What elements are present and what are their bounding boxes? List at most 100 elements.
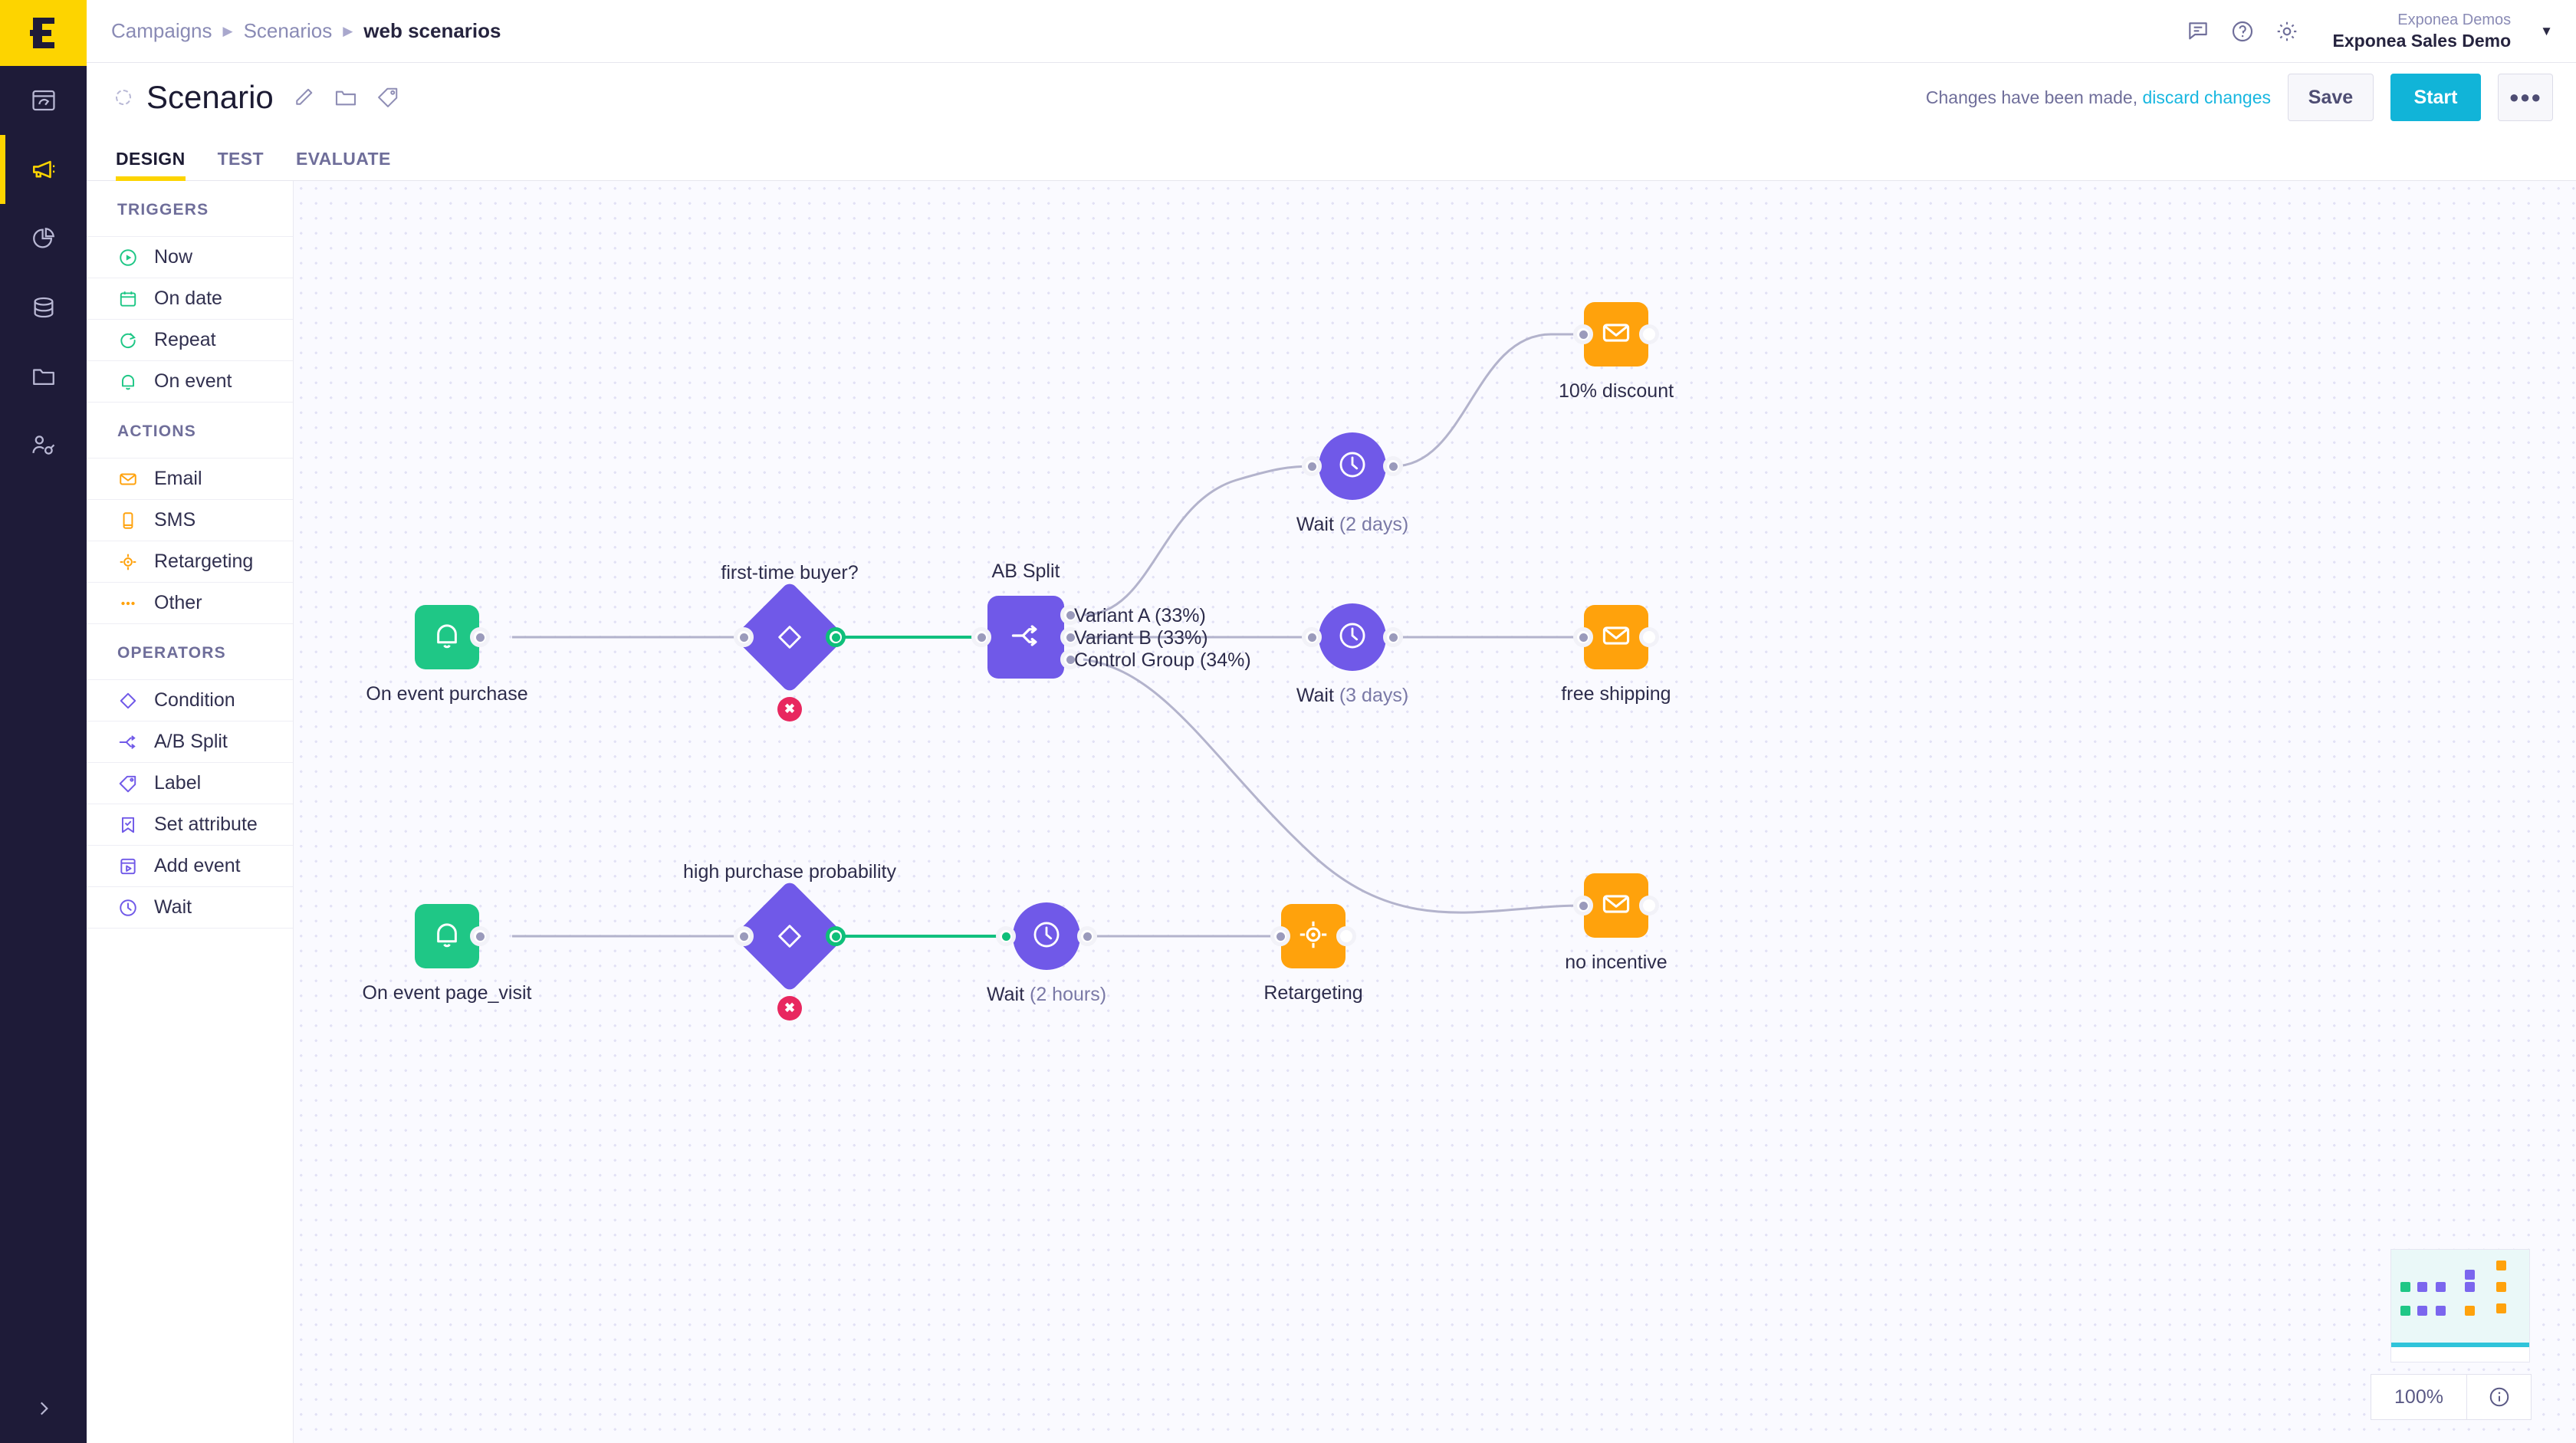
palette-item-wait[interactable]: Wait bbox=[87, 887, 293, 929]
scenario-canvas[interactable]: On event purchase ✖ first-time buyer? AB… bbox=[294, 181, 2576, 1443]
input-port[interactable] bbox=[1573, 324, 1593, 344]
input-port[interactable] bbox=[1302, 627, 1322, 647]
email-node-box[interactable] bbox=[1584, 873, 1648, 938]
input-port[interactable] bbox=[1573, 896, 1593, 915]
start-button[interactable]: Start bbox=[2390, 74, 2481, 121]
input-port[interactable] bbox=[971, 627, 991, 647]
node-wait-2-hours[interactable]: Wait (2 hours) bbox=[987, 902, 1106, 1005]
tab-evaluate[interactable]: EVALUATE bbox=[295, 149, 391, 169]
folder-icon[interactable] bbox=[334, 85, 358, 110]
palette-item-on-date[interactable]: On date bbox=[87, 278, 293, 320]
node-error-badge[interactable]: ✖ bbox=[777, 697, 802, 722]
input-port[interactable] bbox=[1270, 926, 1290, 946]
sidebar-item-data[interactable] bbox=[0, 273, 87, 342]
node-wait-3-days[interactable]: Wait (3 days) bbox=[1296, 603, 1408, 706]
primary-nav-rail bbox=[0, 0, 87, 1443]
sidebar-item-campaigns[interactable] bbox=[0, 135, 87, 204]
input-port[interactable] bbox=[734, 926, 754, 946]
zoom-level-label[interactable]: 100% bbox=[2394, 1385, 2443, 1408]
gear-icon[interactable] bbox=[2275, 19, 2299, 44]
output-port-true[interactable] bbox=[826, 627, 846, 647]
palette-item-repeat[interactable]: Repeat bbox=[87, 320, 293, 361]
node-email-free-shipping[interactable]: free shipping bbox=[1561, 605, 1671, 705]
palette-item-email[interactable]: Email bbox=[87, 459, 293, 500]
tab-test[interactable]: TEST bbox=[217, 149, 264, 169]
node-retargeting[interactable]: Retargeting bbox=[1263, 904, 1363, 1004]
node-email-no-incentive[interactable]: no incentive bbox=[1565, 873, 1668, 973]
output-port[interactable] bbox=[1383, 627, 1403, 647]
ab-split-node-box[interactable] bbox=[987, 596, 1064, 679]
output-port[interactable] bbox=[470, 926, 490, 946]
output-port-variant-b[interactable] bbox=[1060, 627, 1080, 647]
tab-design[interactable]: DESIGN bbox=[116, 149, 186, 181]
palette-item-ab-split[interactable]: A/B Split bbox=[87, 722, 293, 763]
account-project-label: Exponea Sales Demo bbox=[2332, 30, 2512, 51]
question-circle-icon[interactable] bbox=[2230, 19, 2255, 44]
palette-item-label[interactable]: Label bbox=[87, 763, 293, 804]
node-ab-split[interactable]: AB Split Variant A (33%) Variant B (33%)… bbox=[971, 560, 1251, 679]
email-node-box[interactable] bbox=[1584, 302, 1648, 367]
output-port[interactable] bbox=[1383, 456, 1403, 476]
input-port[interactable] bbox=[1573, 627, 1593, 647]
palette-item-other[interactable]: Other bbox=[87, 583, 293, 624]
output-port[interactable] bbox=[1336, 926, 1356, 946]
node-first-time-buyer[interactable]: ✖ first-time buyer? bbox=[721, 562, 859, 722]
output-port[interactable] bbox=[1639, 324, 1659, 344]
chevron-down-icon[interactable]: ▼ bbox=[2540, 23, 2553, 38]
expand-sidebar-button[interactable] bbox=[0, 1377, 87, 1443]
more-options-button[interactable]: ●●● bbox=[2498, 74, 2553, 121]
output-port-true[interactable] bbox=[826, 926, 846, 946]
email-node-box[interactable] bbox=[1584, 605, 1648, 669]
breadcrumb-separator-icon: ▶ bbox=[222, 23, 233, 38]
node-on-event-purchase[interactable]: On event purchase bbox=[366, 605, 528, 705]
output-port[interactable] bbox=[1639, 896, 1659, 915]
tag-icon[interactable] bbox=[376, 86, 399, 109]
sidebar-item-customers[interactable] bbox=[0, 411, 87, 480]
trigger-node-box[interactable] bbox=[415, 904, 479, 968]
discard-changes-link[interactable]: discard changes bbox=[2142, 87, 2272, 107]
palette-item-on-event[interactable]: On event bbox=[87, 361, 293, 403]
node-email-10-discount[interactable]: 10% discount bbox=[1559, 302, 1674, 402]
palette-item-sms[interactable]: SMS bbox=[87, 500, 293, 541]
breadcrumb-item-campaigns[interactable]: Campaigns bbox=[111, 19, 212, 42]
wait-node-circle[interactable] bbox=[1319, 603, 1386, 671]
pencil-icon[interactable] bbox=[292, 86, 315, 109]
sidebar-item-dashboard[interactable] bbox=[0, 66, 87, 135]
chat-bubble-icon[interactable] bbox=[2186, 19, 2210, 44]
output-port-variant-a[interactable] bbox=[1060, 605, 1080, 625]
sidebar-item-analytics[interactable] bbox=[0, 204, 87, 273]
palette-item-retargeting[interactable]: Retargeting bbox=[87, 541, 293, 583]
node-wait-2-days[interactable]: Wait (2 days) bbox=[1296, 432, 1408, 535]
node-label: Wait (2 days) bbox=[1296, 514, 1408, 536]
node-label-sub: (2 days) bbox=[1339, 514, 1409, 535]
minimap-node-dot bbox=[2465, 1282, 2475, 1292]
input-port[interactable] bbox=[996, 926, 1016, 946]
sidebar-item-folder[interactable] bbox=[0, 342, 87, 411]
wait-node-circle[interactable] bbox=[1319, 432, 1386, 500]
node-high-purchase-probability[interactable]: ✖ high purchase probability bbox=[683, 861, 896, 1021]
trigger-node-box[interactable] bbox=[415, 605, 479, 669]
canvas-minimap[interactable] bbox=[2390, 1249, 2530, 1362]
palette-item-condition[interactable]: Condition bbox=[87, 680, 293, 722]
wait-node-circle[interactable] bbox=[1013, 902, 1080, 970]
palette-item-set-attribute[interactable]: Set attribute bbox=[87, 804, 293, 846]
account-switcher[interactable]: Exponea Demos Exponea Sales Demo bbox=[2333, 11, 2512, 52]
palette-item-now[interactable]: Now bbox=[87, 237, 293, 278]
condition-node-diamond[interactable] bbox=[733, 580, 846, 694]
output-port[interactable] bbox=[470, 627, 490, 647]
node-on-event-page-visit[interactable]: On event page_visit bbox=[363, 904, 531, 1004]
output-port[interactable] bbox=[1639, 627, 1659, 647]
input-port[interactable] bbox=[734, 627, 754, 647]
node-error-badge[interactable]: ✖ bbox=[777, 996, 802, 1021]
output-port-control-group[interactable] bbox=[1060, 649, 1080, 669]
split-icon bbox=[117, 731, 139, 753]
breadcrumb-item-scenarios[interactable]: Scenarios bbox=[243, 19, 333, 42]
palette-item-add-event[interactable]: Add event bbox=[87, 846, 293, 887]
condition-node-diamond[interactable] bbox=[733, 879, 846, 993]
save-button[interactable]: Save bbox=[2288, 74, 2374, 121]
info-circle-icon[interactable] bbox=[2466, 1375, 2531, 1419]
input-port[interactable] bbox=[1302, 456, 1322, 476]
output-port[interactable] bbox=[1077, 926, 1097, 946]
exponea-logo-icon[interactable] bbox=[0, 0, 87, 66]
retargeting-node-box[interactable] bbox=[1281, 904, 1346, 968]
